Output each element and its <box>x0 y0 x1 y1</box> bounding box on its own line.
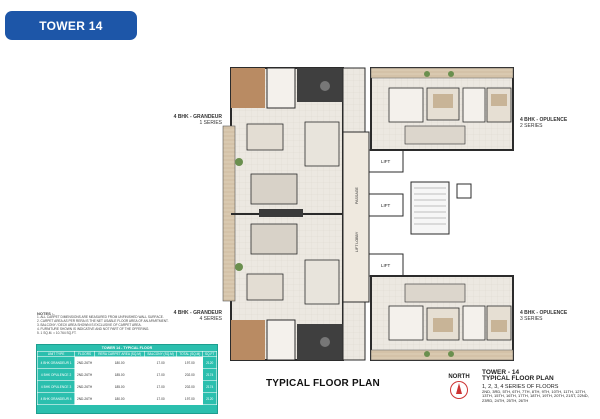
floors-list: 2ND, 3RD, 5TH, 6TH, 7TH, 8TH, 9TH, 10TH,… <box>482 388 589 404</box>
table-cell: 180.00 <box>94 356 146 369</box>
table-cell: 197.00 <box>176 392 204 405</box>
unit-label-top-right: 4 BHK - OPULENCE 2 SERIES <box>520 117 592 129</box>
table-cell: 2174 <box>202 368 217 381</box>
unit-name: 4 BHK - GRANDEUR <box>173 114 222 120</box>
table-header: BALCONY (SQ.M) <box>144 351 178 357</box>
table-cell: 2120 <box>202 356 217 369</box>
tower-subtitle: TYPICAL FLOOR PLAN <box>482 375 554 383</box>
passage-label: PASSAGE <box>355 186 359 204</box>
plan-title: TYPICAL FLOOR PLAN <box>266 378 380 389</box>
unit-name: 4 BHK - OPULENCE <box>520 310 568 316</box>
right-wing <box>370 67 514 361</box>
note-line: 4. FURNITURE SHOWN IS INDICATIVE AND NOT… <box>37 326 150 331</box>
table-cell: 4 BHK GRANDEUR 1 <box>36 356 76 369</box>
note-line: 5. 1 SQ.M. = 10.764 SQ.FT. <box>37 330 77 335</box>
table-header-row: UNIT TYPE FLOORS RERA CARPET AREA (SQ.M)… <box>36 351 217 357</box>
area-table-caption: TOWER 14 - TYPICAL FLOOR <box>101 346 153 350</box>
lift-label: LIFT <box>381 159 391 164</box>
area-table: TOWER 14 - TYPICAL FLOOR UNIT TYPE FLOOR… <box>36 344 218 414</box>
notes-heading: NOTES :- <box>37 311 55 316</box>
tower-badge: TOWER 14 <box>5 11 137 40</box>
unit-series: 2 SERIES <box>520 123 543 129</box>
table-cell: 17.00 <box>144 380 178 393</box>
table-cell: 185.00 <box>94 368 146 381</box>
table-cell: 2120 <box>202 392 217 405</box>
unit-series: 1 SERIES <box>199 120 222 126</box>
table-row: 4 BHK GRANDEUR 1 2ND-26TH 180.00 17.00 1… <box>36 356 217 369</box>
unit-label-top-left: 4 BHK - GRANDEUR 1 SERIES <box>160 114 222 126</box>
lobby-label: LIFT LOBBY <box>355 231 359 252</box>
tower-caption: TOWER - 14 TYPICAL FLOOR PLAN 1, 2, 3, 4… <box>482 369 592 404</box>
compass-icon <box>450 381 468 399</box>
table-header: RERA CARPET AREA (SQ.M) <box>94 351 146 357</box>
table-cell: 2ND-26TH <box>74 356 96 369</box>
table-cell: 4 BHK OPULENCE 3 <box>36 380 76 393</box>
table-cell: 17.00 <box>144 356 178 369</box>
table-cell: 202.00 <box>176 368 204 381</box>
table-row: 4 BHK OPULENCE 2 2ND-26TH 185.00 17.00 2… <box>36 368 217 381</box>
table-cell: 4 BHK GRANDEUR 4 <box>36 392 76 405</box>
lift-label: LIFT <box>381 203 391 208</box>
table-cell: 2174 <box>202 380 217 393</box>
table-row: 4 BHK OPULENCE 3 2ND-26TH 185.00 17.00 2… <box>36 380 217 393</box>
table-cell: 197.00 <box>176 356 204 369</box>
central-core <box>342 67 472 361</box>
table-cell: 4 BHK OPULENCE 2 <box>36 368 76 381</box>
notes-block: NOTES :- 1. ALL CARPET DIMENSIONS ARE ME… <box>37 312 217 335</box>
table-cell: 180.00 <box>94 392 146 405</box>
unit-name: 4 BHK - GRANDEUR <box>173 310 222 316</box>
north-label: NORTH <box>448 374 470 380</box>
table-cell: 17.00 <box>144 368 178 381</box>
unit-label-bottom-left: 4 BHK - GRANDEUR 4 SERIES <box>160 310 222 322</box>
series-line: 1, 2, 3, 4 SERIES OF FLOORS <box>482 383 559 390</box>
table-cell: 17.00 <box>144 392 178 405</box>
table-cell: 2ND-26TH <box>74 368 96 381</box>
note-line: 3. BALCONY / DECK AREA SHOWN IS EXCLUSIV… <box>37 322 142 327</box>
note-line: 1. ALL CARPET DIMENSIONS ARE MEASURED FR… <box>37 314 164 319</box>
left-wing <box>222 67 344 361</box>
floor-plan-drawing: LIFT LIFT LIFT LIFT LOBBY PASSAGE <box>222 67 514 361</box>
unit-label-bottom-right: 4 BHK - OPULENCE 3 SERIES <box>520 310 592 322</box>
note-line: 2. CARPET AREA AS PER RERA IS THE NET US… <box>37 318 169 323</box>
table-row: 4 BHK GRANDEUR 4 2ND-26TH 180.00 17.00 1… <box>36 392 217 405</box>
table-cell: 202.00 <box>176 380 204 393</box>
lift-label: LIFT <box>381 263 391 268</box>
table-cell: 185.00 <box>94 380 146 393</box>
north-indicator: NORTH <box>447 374 471 399</box>
table-cell: 2ND-26TH <box>74 380 96 393</box>
unit-name: 4 BHK - OPULENCE <box>520 117 568 123</box>
table-header: TOTAL (SQ.M) <box>176 351 204 357</box>
tower-name: TOWER - 14 <box>482 369 520 376</box>
table-cell: 2ND-26TH <box>74 392 96 405</box>
unit-series: 3 SERIES <box>520 316 543 322</box>
unit-series: 4 SERIES <box>199 316 222 322</box>
